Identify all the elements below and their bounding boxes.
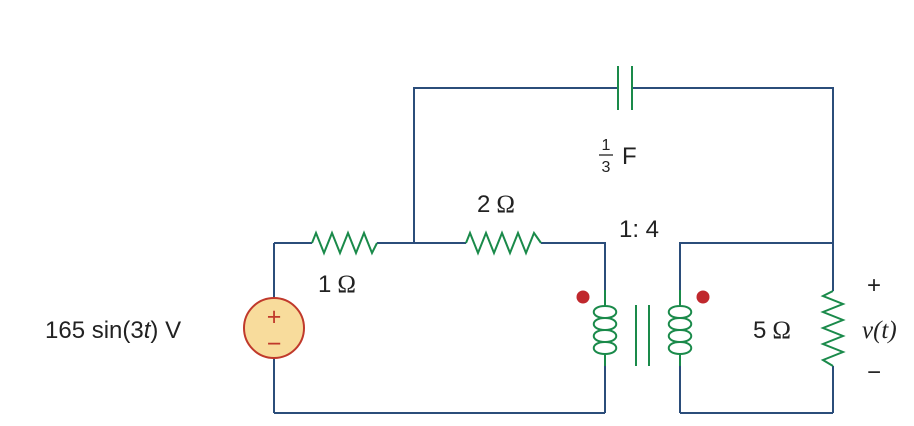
resistor-1-ohm (311, 230, 378, 256)
capacitor-label: 1 3 F (599, 137, 637, 176)
source-minus: − (267, 330, 282, 358)
source-plus: + (267, 303, 282, 331)
transformer-core (635, 305, 650, 366)
transformer-ratio: 1: 4 (619, 216, 659, 243)
polarity-dot-secondary (696, 290, 710, 304)
wire-secondary (679, 242, 834, 291)
wire-cap-branch (413, 87, 834, 243)
cap-denominator: 3 (602, 159, 611, 176)
output-plus: + (867, 272, 881, 299)
voltage-source: + − (243, 297, 305, 359)
wire-top-left (274, 242, 606, 290)
cap-numerator: 1 (602, 137, 611, 154)
transformer-primary-coil (592, 290, 618, 366)
resistor-2-ohm (465, 230, 542, 256)
wires (273, 87, 834, 414)
output-voltage-label: v(t) (862, 317, 897, 344)
source-label: 165 sin(3t) V (45, 317, 181, 344)
cap-unit: F (622, 143, 637, 170)
capacitor (617, 66, 633, 110)
resistor-5-ohm (820, 290, 846, 367)
polarity-dot-primary (576, 290, 590, 304)
transformer-secondary-coil (667, 290, 693, 366)
wire-coil-leads (604, 366, 681, 413)
output-minus: − (867, 359, 881, 386)
